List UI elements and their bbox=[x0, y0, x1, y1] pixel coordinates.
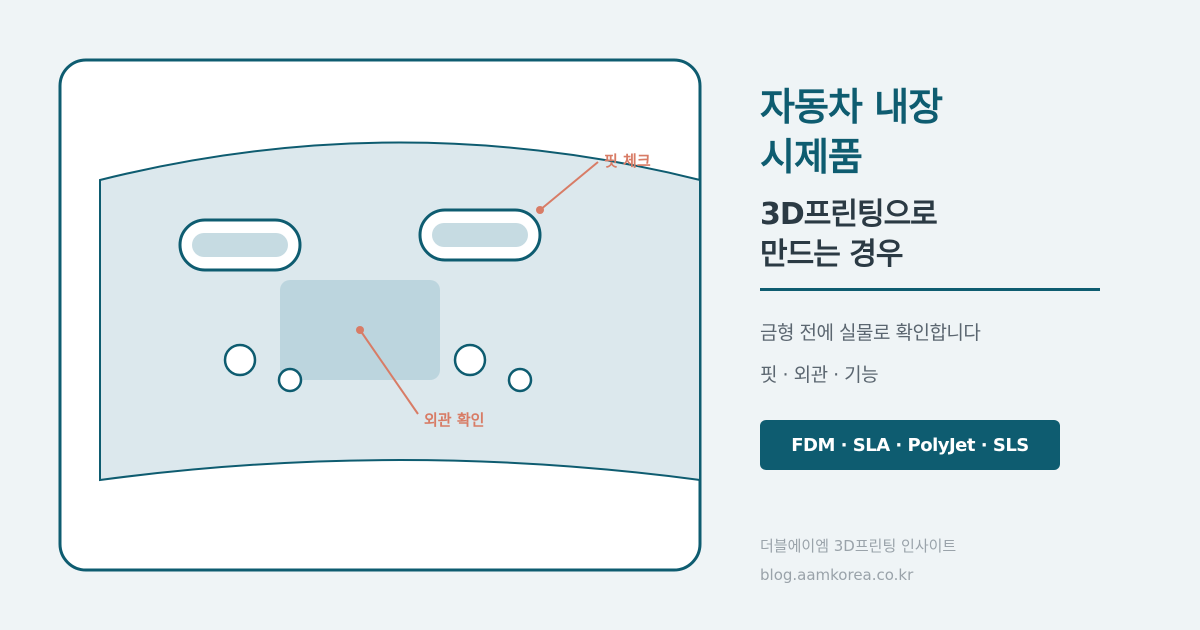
appearance-check-label: 외관 확인 bbox=[424, 411, 484, 429]
hole-1 bbox=[223, 343, 257, 377]
fit-callout-dot bbox=[536, 206, 544, 214]
fit-callout-line bbox=[539, 161, 599, 211]
title-line-2: 시제품 bbox=[760, 135, 863, 179]
subtitle-line-2: 만드는 경우 bbox=[760, 237, 903, 272]
appearance-callout-line bbox=[359, 329, 419, 415]
section-divider bbox=[760, 288, 1100, 291]
description-line-2: 핏 · 외관 · 기능 bbox=[760, 364, 879, 386]
page-title: 자동차 내장 시제품 bbox=[760, 82, 1160, 182]
footer-brand: 더블에이엠 3D프린팅 인사이트 bbox=[760, 537, 957, 555]
subtitle-line-1: 3D프린팅으로 bbox=[760, 197, 938, 232]
slot-right-inner bbox=[432, 223, 528, 247]
slot-left-inner bbox=[192, 233, 288, 257]
hole-3 bbox=[453, 343, 487, 377]
fit-check-label: 핏 체크 bbox=[604, 152, 651, 170]
appearance-callout-dot bbox=[356, 326, 364, 334]
hole-4 bbox=[507, 367, 533, 393]
footer-url: blog.aamkorea.co.kr bbox=[760, 566, 914, 584]
title-line-1: 자동차 내장 bbox=[760, 85, 943, 129]
description-line-1: 금형 전에 실물로 확인합니다 bbox=[760, 322, 981, 344]
technology-badge: FDM · SLA · PolyJet · SLS bbox=[760, 420, 1060, 470]
hole-2 bbox=[277, 367, 303, 393]
subtitle: 3D프린팅으로 만드는 경우 bbox=[760, 195, 1160, 275]
